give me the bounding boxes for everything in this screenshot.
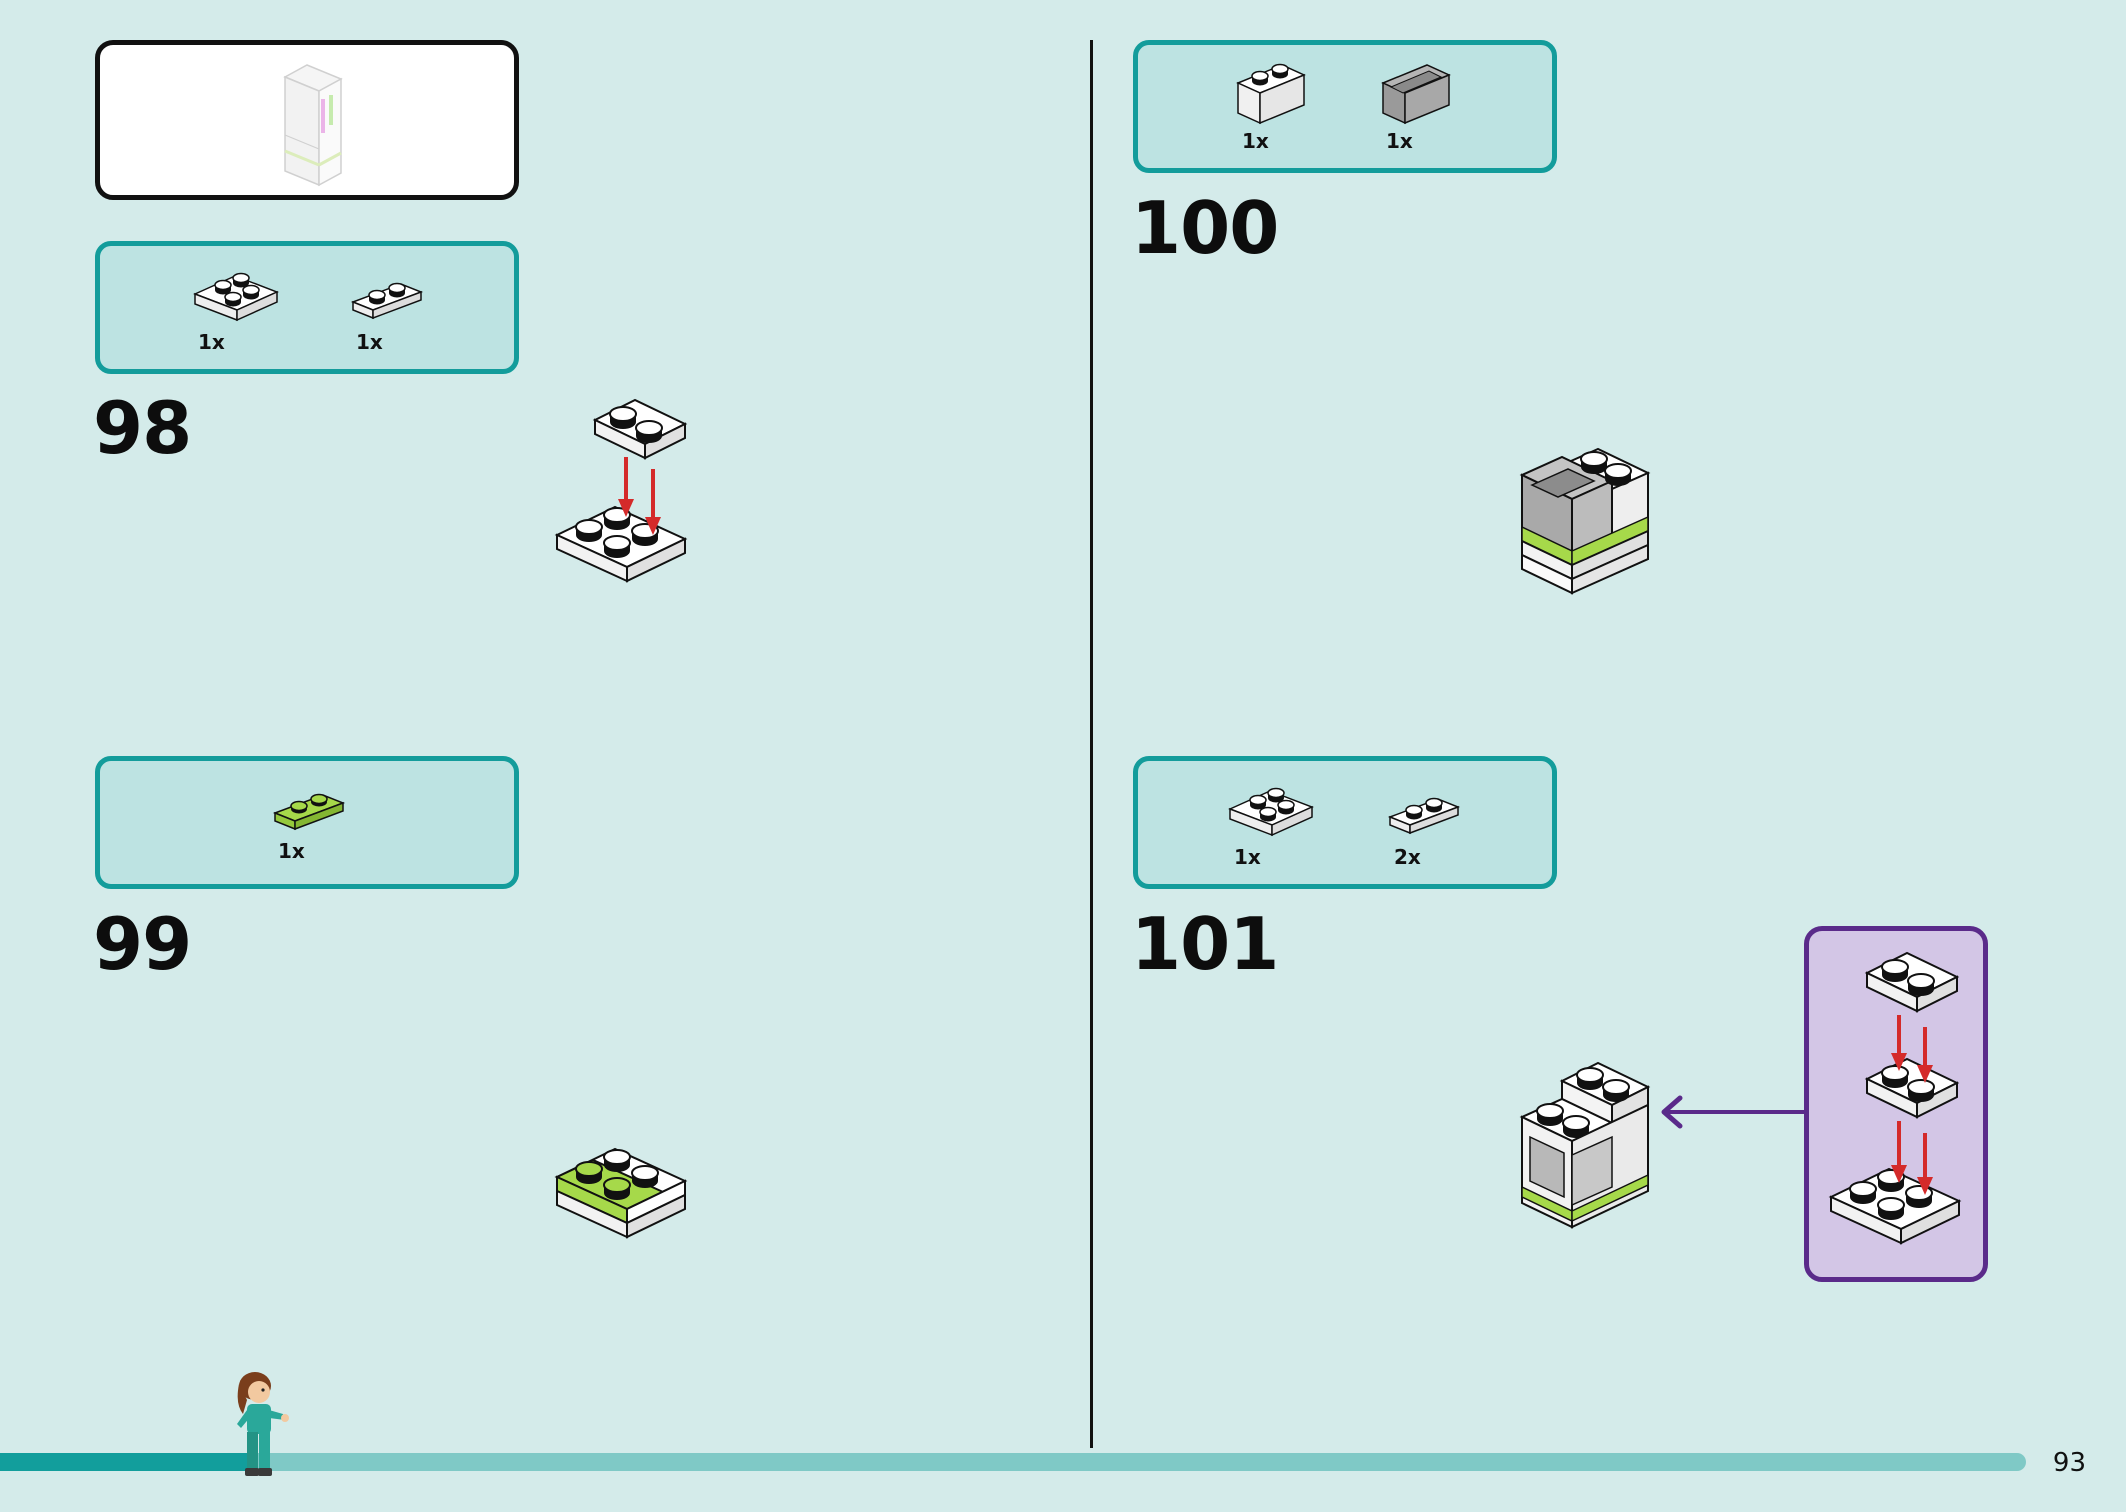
sub-model-callout — [95, 40, 519, 200]
sub-assembly-callout — [1804, 926, 1988, 1282]
plate-1x2-lime-icon — [272, 793, 346, 831]
page-number: 93 — [2052, 1448, 2086, 1478]
step-100-illustration — [1519, 447, 1651, 595]
step-number: 99 — [93, 902, 192, 986]
plate-2x2-white-icon — [193, 272, 279, 322]
parts-box-step-100: 1x 1x — [1133, 40, 1557, 173]
step-101-illustration — [1519, 1061, 1651, 1229]
progress-track — [0, 1453, 2026, 1471]
part-qty: 1x — [356, 330, 383, 354]
purple-left-arrow-icon — [1661, 1095, 1806, 1129]
progress-fill — [0, 1453, 254, 1471]
red-down-arrow-icon — [618, 457, 661, 535]
panel-gray-icon — [1381, 64, 1451, 125]
page-divider — [1090, 40, 1093, 1448]
step-99-illustration — [554, 1147, 688, 1239]
plate-1x2-white-icon — [1387, 797, 1461, 835]
step-number: 100 — [1131, 186, 1279, 270]
part-qty: 2x — [1394, 845, 1421, 869]
sub-assembly-illustration — [1828, 951, 1962, 1245]
parts-box-step-101: 1x 2x — [1133, 756, 1557, 889]
part-qty: 1x — [278, 839, 305, 863]
parts-box-step-99: 1x — [95, 756, 519, 889]
parts-box-step-98: 1x 1x — [95, 241, 519, 374]
sub-model-thumbnail — [283, 64, 343, 187]
step-number: 101 — [1131, 902, 1279, 986]
part-qty: 1x — [198, 330, 225, 354]
plate-2x2-white-icon — [1228, 787, 1314, 837]
step-98-illustration — [554, 398, 688, 583]
part-qty: 1x — [1242, 129, 1269, 153]
red-down-arrow-icon — [1891, 1015, 1933, 1195]
brick-1x2-white-icon — [1236, 63, 1306, 125]
plate-1x2-white-icon — [350, 282, 424, 320]
part-qty: 1x — [1234, 845, 1261, 869]
minifigure-icon — [237, 1372, 289, 1476]
part-qty: 1x — [1386, 129, 1413, 153]
step-number: 98 — [93, 386, 192, 470]
